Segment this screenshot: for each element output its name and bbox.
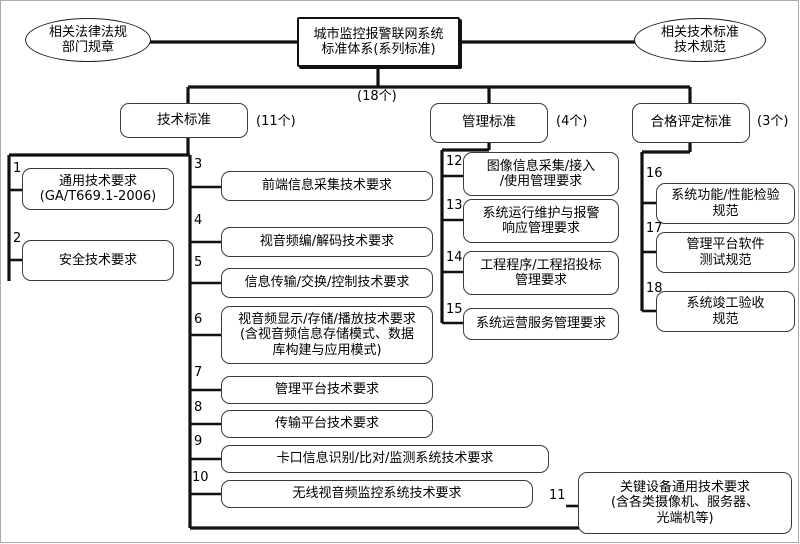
item-17-line-2: 测试规范: [699, 252, 752, 268]
item-number-2: 2: [13, 231, 22, 246]
item-box-6: 视音频显示/存储/播放技术要求 (含视音频信息存储模式、数据 库构建与应用模式): [221, 306, 433, 364]
item-number-14: 14: [446, 250, 463, 265]
item-11-line-3: 光端机等): [656, 510, 714, 526]
item-box-17: 管理平台软件 测试规范: [656, 232, 795, 273]
item-8-line-1: 传输平台技术要求: [274, 416, 379, 432]
item-number-1: 1: [13, 161, 22, 176]
item-box-18: 系统竣工验收 规范: [656, 291, 795, 332]
item-box-15: 系统运营服务管理要求: [463, 308, 619, 340]
category-technical-label: 技术标准: [157, 111, 211, 128]
item-number-11: 11: [549, 488, 566, 503]
root-count-label: (18个): [357, 89, 397, 104]
related-laws-line-2: 部门规章: [61, 40, 114, 55]
item-6-line-2: (含视音频信息存储模式、数据: [239, 327, 415, 343]
root-line-2: 标准体系(系列标准): [321, 42, 436, 57]
item-4-line-1: 视音频编/解码技术要求: [259, 234, 395, 250]
item-box-16: 系统功能/性能检验 规范: [656, 183, 795, 224]
category-technical-count: (11个): [256, 114, 296, 129]
category-technical-standards: 技术标准: [120, 103, 248, 138]
item-number-16: 16: [646, 166, 663, 181]
item-box-10: 无线视音频监控系统技术要求: [221, 480, 533, 508]
item-box-4: 视音频编/解码技术要求: [221, 227, 433, 257]
item-number-9: 9: [194, 434, 203, 449]
item-1-line-1: 通用技术要求: [58, 173, 137, 189]
item-9-line-1: 卡口信息识别/比对/监测系统技术要求: [276, 451, 494, 467]
item-box-2: 安全技术要求: [22, 240, 174, 281]
item-6-line-1: 视音频显示/存储/播放技术要求: [238, 312, 416, 327]
category-conformity-standards: 合格评定标准: [632, 103, 750, 143]
item-12-line-1: 图像信息采集/接入: [486, 158, 596, 174]
item-box-7: 管理平台技术要求: [221, 376, 433, 404]
item-number-10: 10: [192, 470, 209, 485]
item-3-line-1: 前端信息采集技术要求: [261, 178, 392, 194]
item-2-line-1: 安全技术要求: [58, 252, 137, 268]
item-box-12: 图像信息采集/接入 /使用管理要求: [463, 152, 619, 196]
related-tech-line-1: 相关技术标准: [660, 24, 739, 40]
item-box-14: 工程程序/工程招投标 管理要求: [463, 251, 619, 295]
item-18-line-2: 规范: [712, 311, 739, 327]
category-management-standards: 管理标准: [430, 103, 548, 143]
item-number-7: 7: [194, 365, 203, 380]
item-number-3: 3: [194, 157, 203, 172]
item-box-5: 信息传输/交换/控制技术要求: [221, 268, 433, 298]
item-box-3: 前端信息采集技术要求: [221, 171, 433, 201]
root-line-1: 城市监控报警联网系统: [313, 26, 444, 42]
item-14-line-2: 管理要求: [514, 273, 567, 288]
item-number-5: 5: [194, 255, 203, 270]
item-10-line-1: 无线视音频监控系统技术要求: [292, 486, 462, 502]
item-box-13: 系统运行维护与报警 响应管理要求: [463, 199, 619, 243]
item-5-line-1: 信息传输/交换/控制技术要求: [244, 275, 410, 291]
item-18-line-1: 系统竣工验收: [686, 296, 765, 312]
item-7-line-1: 管理平台技术要求: [274, 382, 379, 398]
item-17-line-1: 管理平台软件: [686, 237, 765, 253]
related-laws-line-1: 相关法律法规: [48, 24, 127, 40]
item-box-8: 传输平台技术要求: [221, 410, 433, 438]
item-box-9: 卡口信息识别/比对/监测系统技术要求: [221, 445, 549, 473]
item-16-line-2: 规范: [712, 203, 739, 219]
related-tech-standards-ellipse: 相关技术标准 技术规范: [634, 18, 766, 62]
item-box-11: 关键设备通用技术要求 (含各类摄像机、服务器、 光端机等): [578, 472, 792, 534]
category-management-count: (4个): [556, 114, 588, 129]
item-16-line-1: 系统功能/性能检验: [671, 188, 780, 204]
item-13-line-2: 响应管理要求: [501, 221, 580, 236]
category-conformity-count: (3个): [757, 114, 789, 129]
category-conformity-label: 合格评定标准: [650, 114, 732, 131]
item-box-1: 通用技术要求 (GA/T669.1-2006): [22, 168, 174, 210]
item-14-line-1: 工程程序/工程招投标: [480, 257, 602, 273]
item-12-line-2: /使用管理要求: [499, 174, 583, 189]
related-laws-ellipse: 相关法律法规 部门规章: [25, 18, 151, 62]
item-6-line-3: 库构建与应用模式): [272, 342, 382, 358]
item-number-13: 13: [446, 198, 463, 213]
item-number-6: 6: [194, 312, 203, 327]
item-number-17: 17: [646, 221, 663, 236]
item-number-8: 8: [194, 400, 203, 415]
item-number-18: 18: [646, 281, 663, 296]
related-tech-line-2: 技术规范: [673, 40, 726, 55]
item-1-line-2: (GA/T669.1-2006): [39, 189, 157, 204]
item-number-12: 12: [446, 154, 463, 169]
category-management-label: 管理标准: [462, 114, 516, 131]
item-number-15: 15: [446, 302, 463, 317]
item-13-line-1: 系统运行维护与报警: [482, 205, 600, 221]
root-node: 城市监控报警联网系统 标准体系(系列标准): [297, 17, 460, 67]
item-11-line-1: 关键设备通用技术要求: [619, 480, 750, 495]
item-15-line-1: 系统运营服务管理要求: [475, 316, 606, 332]
item-number-4: 4: [194, 213, 203, 228]
item-11-line-2: (含各类摄像机、服务器、: [610, 495, 760, 511]
